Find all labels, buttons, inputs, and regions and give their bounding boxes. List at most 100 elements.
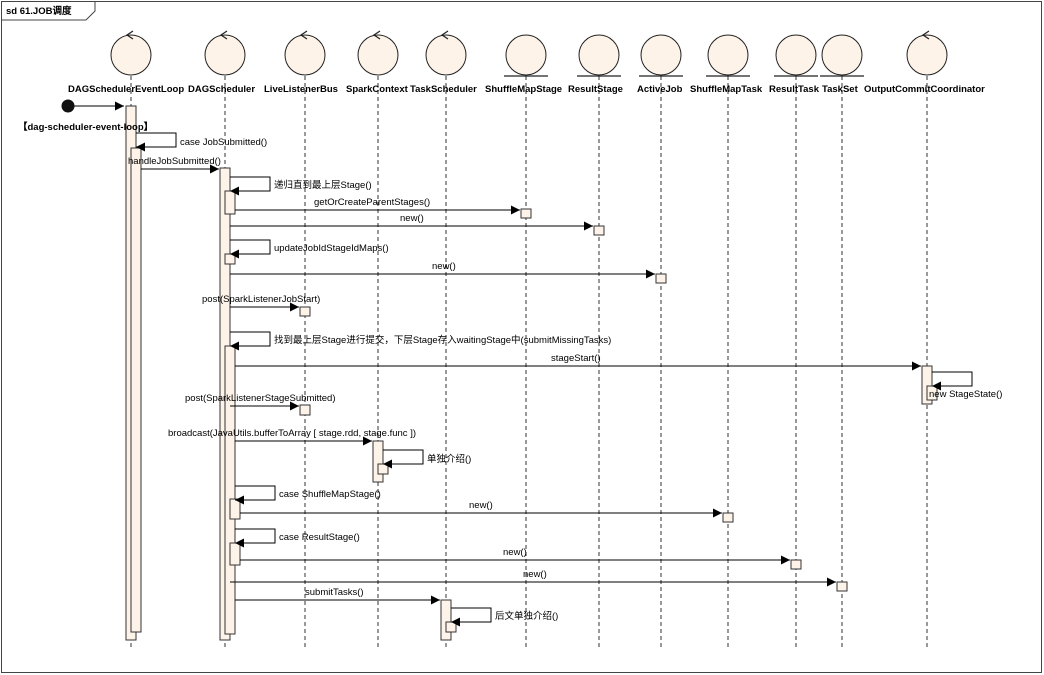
message-label: case ResultStage() [279, 532, 360, 543]
activation-dag [224, 345, 236, 635]
activation-aj [655, 273, 667, 284]
message-label: submitTasks() [305, 587, 364, 598]
message-label: new StageState() [929, 389, 1002, 400]
entity-icon [578, 34, 620, 76]
control-arrow-icon [299, 30, 308, 40]
participant-occ: OutputCommitCoordinator [864, 30, 985, 95]
participant-label: ShuffleMapTask [690, 84, 763, 95]
control-arrow-icon [440, 30, 449, 40]
message-label: case JobSubmitted() [180, 137, 267, 148]
message-m3: 递归直到最上层Stage() [230, 176, 372, 196]
message-label: post(SparkListenerStageSubmitted) [185, 393, 336, 404]
activation-dag [224, 253, 236, 265]
message-label: post(SparkListenerJobStart) [202, 294, 320, 305]
entity-icon [821, 34, 863, 76]
participant-label: OutputCommitCoordinator [864, 84, 985, 95]
control-arrow-icon [921, 30, 930, 40]
participant-label: DAGScheduler [188, 84, 255, 95]
activation-ts [445, 621, 457, 633]
participant-label: ResultStage [568, 84, 623, 95]
participant-tset: TaskSet [820, 34, 864, 95]
message-m7: new() [230, 261, 655, 279]
participant-label: TaskScheduler [410, 84, 477, 95]
activation-smt [722, 512, 734, 523]
message-m18: new() [240, 547, 790, 565]
participant-label: TaskSet [822, 84, 859, 95]
control-icon [357, 34, 399, 76]
message-m19: new() [230, 569, 836, 587]
participant-dag: DAGScheduler [188, 30, 255, 95]
entity-icon [707, 34, 749, 76]
entity-icon [640, 34, 682, 76]
message-label: new() [400, 213, 424, 224]
thread-label: 【dag-scheduler-event-loop】 [18, 121, 153, 133]
message-m6: updateJobIdStageIdMaps() [230, 239, 389, 259]
control-icon [906, 34, 948, 76]
activation-llb [299, 306, 311, 317]
message-m13: broadcast(JavaUtils.bufferToArray [ stag… [168, 428, 416, 446]
initial-node [61, 99, 75, 113]
activation-llb [299, 404, 311, 416]
participant-label: ResultTask [769, 84, 820, 95]
message-label: broadcast(JavaUtils.bufferToArray [ stag… [168, 428, 416, 439]
message-m1: case JobSubmitted() [136, 132, 267, 152]
message-m8: post(SparkListenerJobStart) [202, 294, 320, 312]
entity-icon [505, 34, 547, 76]
participant-sc: SparkContext [346, 30, 409, 95]
control-icon [284, 34, 326, 76]
message-label: handleJobSubmitted() [128, 156, 221, 167]
participant-label: ActiveJob [637, 84, 683, 95]
activation-rs [593, 225, 605, 236]
message-m14: 单独介绍() [383, 449, 471, 469]
message-label: 单独介绍() [427, 453, 471, 465]
self-call-arrow [235, 485, 276, 505]
message-m20: submitTasks() [235, 587, 440, 605]
self-call-arrow [230, 239, 271, 259]
participant-sms: ShuffleMapStage [485, 34, 562, 95]
message-m2: handleJobSubmitted() [128, 156, 221, 174]
message-label: stageStart() [551, 353, 601, 364]
message-label: updateJobIdStageIdMaps() [274, 243, 389, 254]
self-call-arrow [451, 607, 492, 627]
control-arrow-icon [125, 30, 134, 40]
self-call-arrow [136, 132, 177, 152]
message-m10: stageStart() [235, 353, 921, 371]
message-label: new() [432, 261, 456, 272]
participant-label: SparkContext [346, 84, 409, 95]
control-icon [425, 34, 467, 76]
message-m5: new() [230, 213, 593, 231]
frame-tab [1, 1, 96, 21]
message-m17: case ResultStage() [235, 528, 360, 548]
activation-tset [836, 581, 848, 592]
participant-label: LiveListenerBus [264, 84, 338, 95]
participant-aj: ActiveJob [637, 34, 683, 95]
entity-icon [775, 34, 817, 76]
message-label: new() [523, 569, 547, 580]
activation-sc [377, 463, 389, 475]
self-call-arrow [230, 176, 271, 196]
message-m9: 找到最上层Stage进行提交，下层Stage存入waitingStage中(su… [230, 331, 611, 351]
control-icon [204, 34, 246, 76]
message-m15: case ShuffleMapStage() [235, 485, 381, 505]
participant-rs: ResultStage [568, 34, 623, 95]
participant-label: DAGSchedulerEventLoop [68, 84, 184, 95]
control-arrow-icon [372, 30, 381, 40]
participant-label: ShuffleMapStage [485, 84, 562, 95]
message-m12: post(SparkListenerStageSubmitted) [185, 393, 336, 411]
participant-ts: TaskScheduler [410, 30, 477, 95]
participant-loop: DAGSchedulerEventLoop [68, 30, 184, 95]
message-label: getOrCreateParentStages() [314, 197, 430, 208]
message-m16: new() [240, 500, 722, 518]
message-m11: new StageState() [929, 371, 1002, 400]
activation-dag [229, 498, 241, 520]
activation-sc [372, 440, 384, 483]
activation-sms [520, 208, 532, 219]
participant-smt: ShuffleMapTask [690, 34, 763, 95]
activation-loop [130, 147, 142, 633]
activation-dag [224, 190, 236, 215]
activation-dag [229, 542, 241, 566]
control-arrow-icon [219, 30, 228, 40]
activation-ts [440, 599, 452, 641]
